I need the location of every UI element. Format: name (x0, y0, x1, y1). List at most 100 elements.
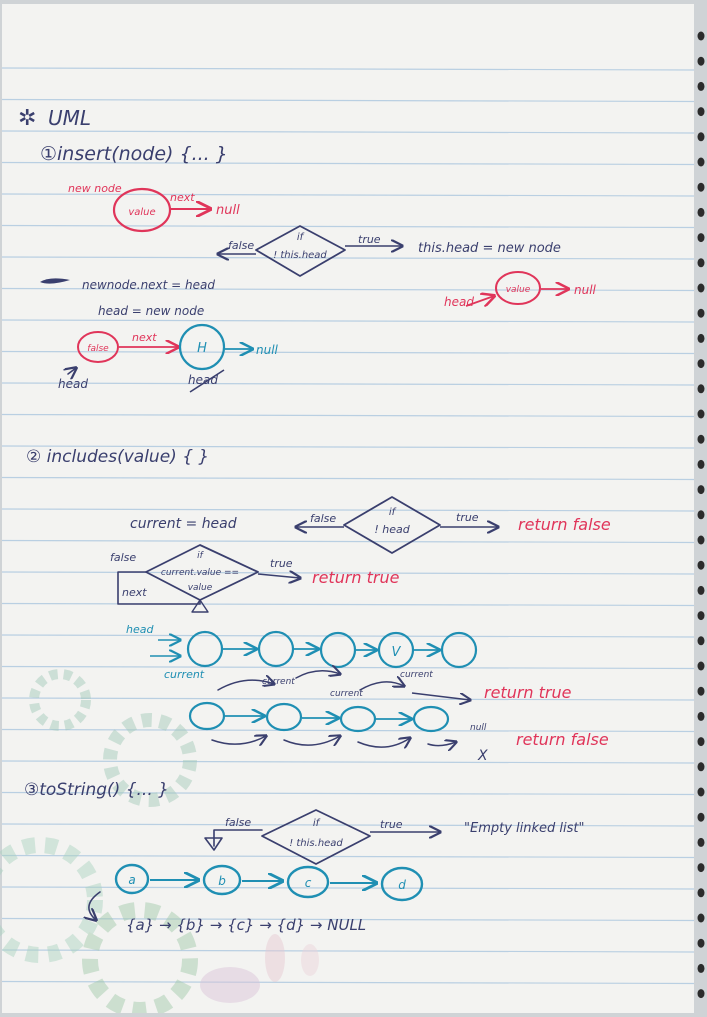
head-arrow-right (465, 296, 494, 306)
node-a-text: a (128, 873, 135, 887)
binding-hole (697, 258, 705, 268)
null-label: null (216, 203, 240, 218)
rule-line (1, 256, 695, 260)
value-node-right (495, 271, 541, 305)
spiral-binding-holes (697, 31, 705, 999)
list2-node-4 (412, 705, 450, 733)
current-label-3: current (330, 689, 363, 699)
binding-hole (697, 56, 705, 66)
false-path-3 (213, 829, 263, 847)
x-mark: X (477, 748, 488, 764)
null-label-2: null (256, 343, 279, 357)
binding-hole (697, 863, 705, 873)
binding-hole (697, 585, 705, 595)
return-false-2: return false (516, 730, 609, 749)
binding-hole (697, 535, 705, 545)
decision-diamond (255, 225, 346, 277)
new-node-label: new node (68, 182, 122, 195)
next-label-2: next (132, 331, 157, 344)
binding-hole (697, 560, 705, 570)
rule-line (1, 728, 695, 733)
binding-hole (697, 989, 705, 999)
tostring-output: {a} → {b} → {c} → {d} → NULL (126, 916, 366, 934)
true-label: true (358, 233, 381, 246)
current-hop-1 (217, 680, 274, 691)
rule-line (1, 130, 695, 134)
list1-node-1 (186, 630, 224, 668)
true-action: this.head = new node (418, 241, 561, 256)
hop-4 (427, 742, 456, 746)
binding-hole (697, 888, 705, 898)
false-label-3: false (110, 551, 136, 564)
binding-hole (697, 787, 705, 797)
binding-hole (697, 434, 705, 444)
false-label-4: false (225, 816, 251, 829)
head-label-crossed: head (188, 373, 218, 387)
binding-hole (697, 913, 705, 923)
head-label-3: head (126, 623, 154, 636)
decision-diamond-3 (261, 809, 371, 865)
list1-node-2 (257, 630, 295, 668)
binding-hole (697, 409, 705, 419)
floral-watermark (0, 669, 319, 1017)
rule-line (1, 791, 695, 796)
output-curve-arrow (89, 891, 101, 920)
rule-line (1, 445, 695, 449)
current-head-text: current = head (130, 516, 237, 532)
binding-hole (697, 359, 705, 369)
binding-hole (697, 963, 705, 973)
decision1-expr: ! head (374, 523, 410, 536)
false-label: false (228, 239, 254, 252)
head-arrow-left (68, 368, 76, 374)
rule-line (1, 886, 695, 890)
section3-heading: ③toString() {... } (24, 780, 169, 800)
null-label-right: null (574, 283, 597, 297)
rule-line (1, 508, 695, 512)
list1-node-4 (377, 631, 415, 669)
rule-line (1, 224, 695, 229)
binding-hole (697, 636, 705, 646)
decision2-expr-1: current.value == (161, 568, 239, 578)
binding-hole (697, 938, 705, 948)
binding-hole (697, 611, 705, 621)
binding-hole (697, 132, 705, 142)
node-c (286, 865, 330, 899)
rule-line (1, 980, 695, 985)
node-c-text: c (305, 876, 312, 890)
false-node-text: false (87, 344, 109, 354)
decision2-if: if (197, 551, 205, 561)
code-line-1: newnode.next = head (82, 278, 215, 292)
section-includes: ② includes(value) { } current = head if … (26, 447, 611, 764)
binding-hole (697, 762, 705, 772)
next-label-3: next (122, 586, 147, 599)
rule-line (1, 287, 695, 292)
binding-hole (697, 283, 705, 293)
section-insert: ①insert(node) {... } new node value next… (40, 143, 597, 393)
return-true-2: return true (484, 683, 572, 702)
rule-line (1, 476, 695, 481)
current-hop-3 (359, 682, 404, 691)
decision3-if: if (313, 818, 321, 829)
new-node-circle (112, 187, 172, 233)
binding-hole (697, 107, 705, 117)
linked-list-row-1: V current current current current return… (164, 630, 572, 702)
binding-hole (697, 661, 705, 671)
node-d-text: d (398, 878, 406, 892)
list1-node-5 (440, 631, 478, 669)
decision2-expr-2: value (188, 583, 213, 593)
binding-hole (697, 737, 705, 747)
rule-line (1, 382, 695, 386)
rule-line (1, 539, 695, 544)
return-true-1: return true (312, 568, 400, 587)
hop-2 (283, 736, 340, 745)
binding-hole (697, 308, 705, 318)
rule-line (1, 98, 695, 103)
return-false-1: return false (518, 515, 611, 534)
rule-line (1, 949, 695, 953)
false-arrowhead-3 (204, 837, 223, 851)
list2-node-3 (339, 705, 377, 733)
linked-list-row-2: null X return false (188, 701, 609, 764)
rule-line (1, 917, 695, 922)
list2-node-2 (265, 702, 303, 732)
